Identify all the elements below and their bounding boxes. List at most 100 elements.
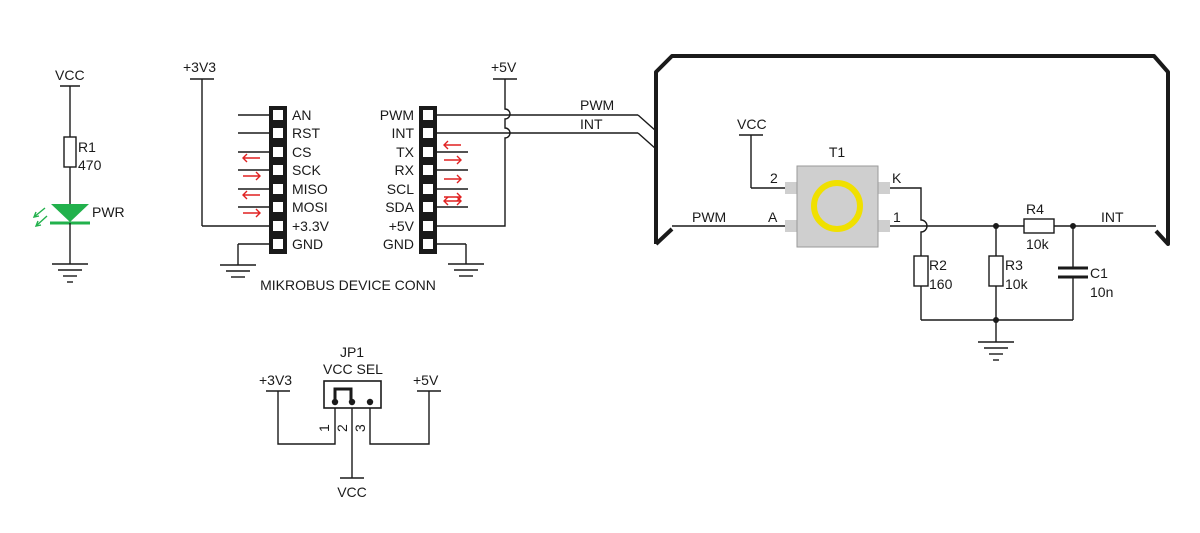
t1-pin2: 2 xyxy=(770,170,778,186)
r3-value: 10k xyxy=(1005,276,1029,292)
pin-label-pwm: PWM xyxy=(380,107,414,123)
pwr-led-triangle xyxy=(51,204,89,222)
arrow-right-icon xyxy=(444,174,462,184)
bus-entry xyxy=(637,114,657,132)
wire-k-to-r2-with-hop xyxy=(890,187,928,256)
r1-resistor xyxy=(63,136,77,168)
t1-body xyxy=(796,165,879,248)
jp1-vcc-out: VCC xyxy=(337,484,367,500)
left-pin-stubs xyxy=(238,114,269,245)
net-label-pwm: PWM xyxy=(580,97,614,113)
t1-pad xyxy=(876,220,890,232)
c1-value: 10n xyxy=(1090,284,1113,300)
jp1-shunt xyxy=(333,387,353,401)
bus-entry-left xyxy=(654,227,674,246)
jp1-pin xyxy=(331,398,339,406)
pin-label-int: INT xyxy=(391,125,414,141)
mikrobus-5v-supply: +5V xyxy=(491,59,517,75)
arrow-right-icon xyxy=(243,208,261,218)
arrow-left-icon xyxy=(443,140,461,150)
pin-label-3v3: +3.3V xyxy=(292,218,330,234)
bus-outline xyxy=(654,54,1170,246)
right-pin-stubs xyxy=(437,151,468,245)
arrow-left-icon xyxy=(242,190,260,200)
t1-pad xyxy=(785,220,799,232)
r2-resistor xyxy=(913,255,929,287)
jp1-pin1: 1 xyxy=(316,424,332,432)
jp1-pin xyxy=(348,398,356,406)
r4-resistor xyxy=(1023,218,1055,234)
jp1-ref: JP1 xyxy=(340,344,364,360)
passives-section: R2 160 R3 10k R4 10k INT C1 10n xyxy=(913,201,1156,361)
jp1-pin2: 2 xyxy=(334,424,350,432)
t1-pad xyxy=(785,182,799,194)
arrow-both-icon xyxy=(443,196,462,206)
net-label-int: INT xyxy=(580,116,603,132)
t1-pad xyxy=(876,182,890,194)
r3-ref: R3 xyxy=(1005,257,1023,273)
right-signal-arrows xyxy=(443,140,462,206)
r2-value: 160 xyxy=(929,276,953,292)
left-pin-labels: AN RST CS SCK MISO MOSI +3.3V GND xyxy=(292,107,330,252)
pin-label-gnd-left: GND xyxy=(292,236,323,252)
r4-value: 10k xyxy=(1026,236,1050,252)
t1-pin-a: A xyxy=(768,209,778,225)
t1-vcc-label: VCC xyxy=(737,116,767,132)
right-header-body xyxy=(419,106,437,254)
ground-icon xyxy=(978,341,1014,361)
pin-label-an: AN xyxy=(292,107,311,123)
left-header-body xyxy=(269,106,287,254)
power-led-section: VCC R1 470 PWR xyxy=(32,67,125,283)
arrow-right-icon xyxy=(444,192,462,202)
left-signal-arrows xyxy=(242,153,261,218)
mikrobus-caption: MIKROBUS DEVICE CONN xyxy=(260,277,436,293)
t1-ref: T1 xyxy=(829,144,846,160)
pin-label-tx: TX xyxy=(396,144,415,160)
bus-entry xyxy=(637,132,657,150)
ground-icon xyxy=(448,263,484,277)
jumper-section: JP1 VCC SEL 1 2 3 +3V3 +5V VCC xyxy=(259,344,441,500)
vcc-label-led: VCC xyxy=(55,67,85,83)
r4-ref: R4 xyxy=(1026,201,1044,217)
mikrobus-3v3-supply: +3V3 xyxy=(183,59,216,75)
pin-label-scl: SCL xyxy=(387,181,414,197)
pin-label-miso: MISO xyxy=(292,181,328,197)
junction-dot xyxy=(993,317,999,323)
int-net-label: INT xyxy=(1101,209,1124,225)
right-pin-holes xyxy=(423,110,433,249)
arrow-right-icon xyxy=(243,171,261,181)
pin-label-mosi: MOSI xyxy=(292,199,328,215)
arrow-left-icon xyxy=(242,153,260,163)
right-pin-labels: PWM INT TX RX SCL SDA +5V GND xyxy=(380,107,415,252)
wire xyxy=(369,391,430,445)
wire xyxy=(277,391,336,445)
mikrobus-connector: +3V3 +5V AN RST xyxy=(183,59,657,293)
t1-optical-ring xyxy=(811,180,863,232)
arrow-right-icon xyxy=(444,155,462,165)
sensor-section: VCC PWM 2 A T1 K 1 xyxy=(672,116,1024,256)
left-pin-holes xyxy=(273,110,283,249)
jp1-3v3-supply: +3V3 xyxy=(259,372,292,388)
pwr-led-label: PWR xyxy=(92,204,125,220)
pin-label-rst: RST xyxy=(292,125,320,141)
pin-label-cs: CS xyxy=(292,144,311,160)
ground-icon xyxy=(52,263,88,283)
jp1-pin xyxy=(366,398,374,406)
c1-ref: C1 xyxy=(1090,265,1108,281)
t1-pin1: 1 xyxy=(893,209,901,225)
light-emission-icon xyxy=(32,207,48,227)
r1-ref: R1 xyxy=(78,139,96,155)
r1-value: 470 xyxy=(78,157,102,173)
pin-label-sck: SCK xyxy=(292,162,321,178)
wire-5v-with-hops xyxy=(428,79,511,227)
pin-label-sda: SDA xyxy=(385,199,414,215)
ground-icon xyxy=(220,264,256,278)
pin-label-5v: +5V xyxy=(389,218,415,234)
pin-label-gnd-right: GND xyxy=(383,236,414,252)
t1-in-net-label: PWM xyxy=(692,209,726,225)
r2-ref: R2 xyxy=(929,257,947,273)
r3-resistor xyxy=(988,255,1004,287)
jp1-5v-supply: +5V xyxy=(413,372,439,388)
pin-label-rx: RX xyxy=(395,162,415,178)
